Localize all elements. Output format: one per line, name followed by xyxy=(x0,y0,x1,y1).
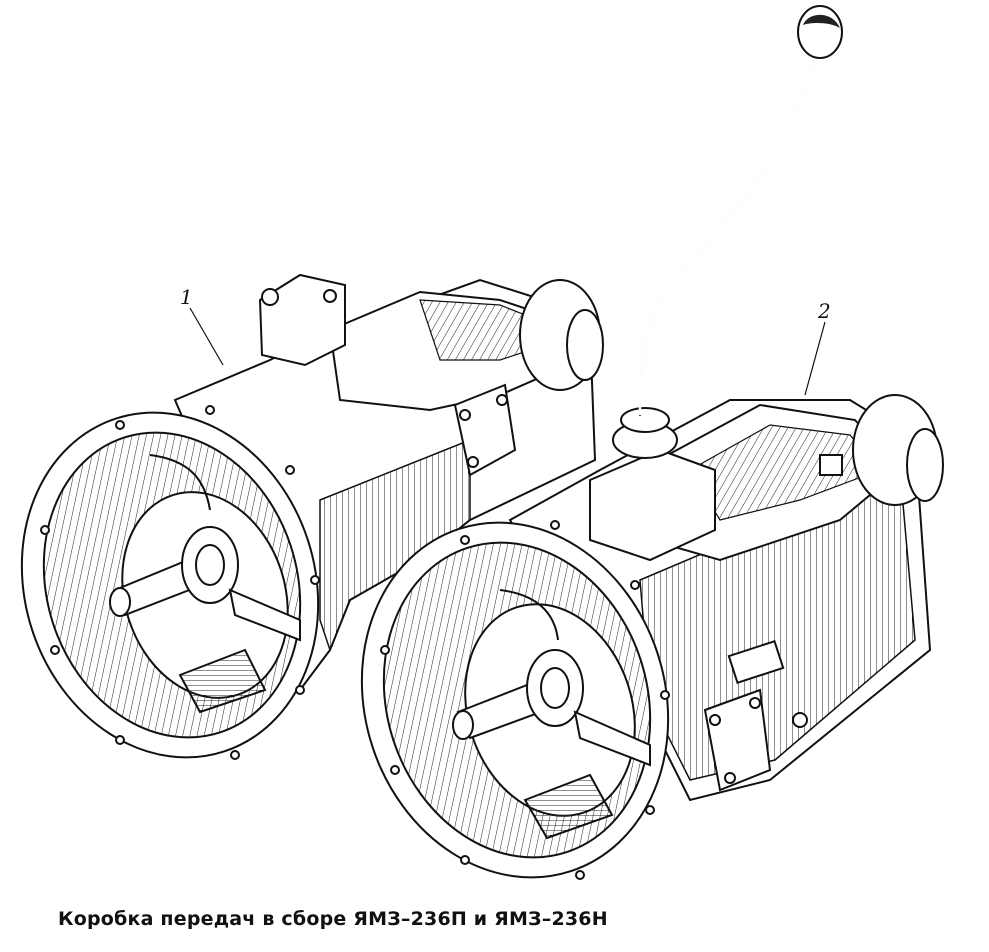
gearbox-1-rear-flange-hub xyxy=(566,309,604,381)
gearbox-1 xyxy=(20,273,604,760)
gearbox-1-bolt xyxy=(261,288,279,306)
gearbox-illustration: 1 2 xyxy=(20,5,944,880)
gearbox-2-shaft-end xyxy=(452,710,474,740)
gearbox-1-release-fork xyxy=(228,588,301,642)
gearbox-2-bolt xyxy=(792,712,808,728)
gearbox-1-bearing-inner xyxy=(195,544,225,586)
gearbox-2-bolt xyxy=(724,772,736,784)
gearbox-2-data-plate xyxy=(727,640,785,684)
callout-1-leader xyxy=(189,307,224,366)
gearbox-1-cable xyxy=(149,454,211,511)
figure-caption: Коробка передач в сборе ЯМЗ–236П и ЯМЗ–2… xyxy=(58,908,608,930)
gearbox-1-bolt xyxy=(459,409,471,421)
callout-2-leader xyxy=(804,321,826,396)
gearbox-1-bolt xyxy=(496,394,508,406)
callout-1-label: 1 xyxy=(180,285,193,309)
gearbox-1-rim-bolts xyxy=(40,405,320,760)
gearbox-2-shift-knob-shade xyxy=(803,14,840,28)
gearbox-1-bolt xyxy=(467,456,479,468)
gearbox-2-rim-bolts xyxy=(380,520,670,880)
gearbox-2-release-fork xyxy=(573,710,651,767)
gearbox-2-lower-window xyxy=(523,773,614,840)
gearbox-2-filler-plug xyxy=(819,454,843,476)
gearbox-2-shift-knob xyxy=(797,5,843,59)
gearbox-2-shift-lever-highlight xyxy=(638,44,820,416)
callout-1: 1 xyxy=(180,285,224,366)
gearbox-2-bolt xyxy=(709,714,721,726)
gearbox-2-side-cover xyxy=(703,688,772,792)
gearbox-2-shifter-boot-ring xyxy=(620,407,670,433)
gearbox-1-lower-window xyxy=(178,648,267,714)
gearbox-2-bolt xyxy=(749,697,761,709)
gearbox-2-shift-lever xyxy=(639,44,819,416)
gearbox-2-cable xyxy=(499,589,559,641)
gearbox-2 xyxy=(360,5,944,880)
gearbox-1-bolt xyxy=(323,289,337,303)
gearbox-2-rear-flange-hub xyxy=(906,428,944,502)
callout-2: 2 xyxy=(804,299,831,396)
gearbox-1-shaft-end xyxy=(109,587,131,617)
callout-2-label: 2 xyxy=(817,299,831,323)
gearbox-1-side-cover xyxy=(453,383,517,477)
gearbox-2-bearing-inner xyxy=(540,667,570,709)
